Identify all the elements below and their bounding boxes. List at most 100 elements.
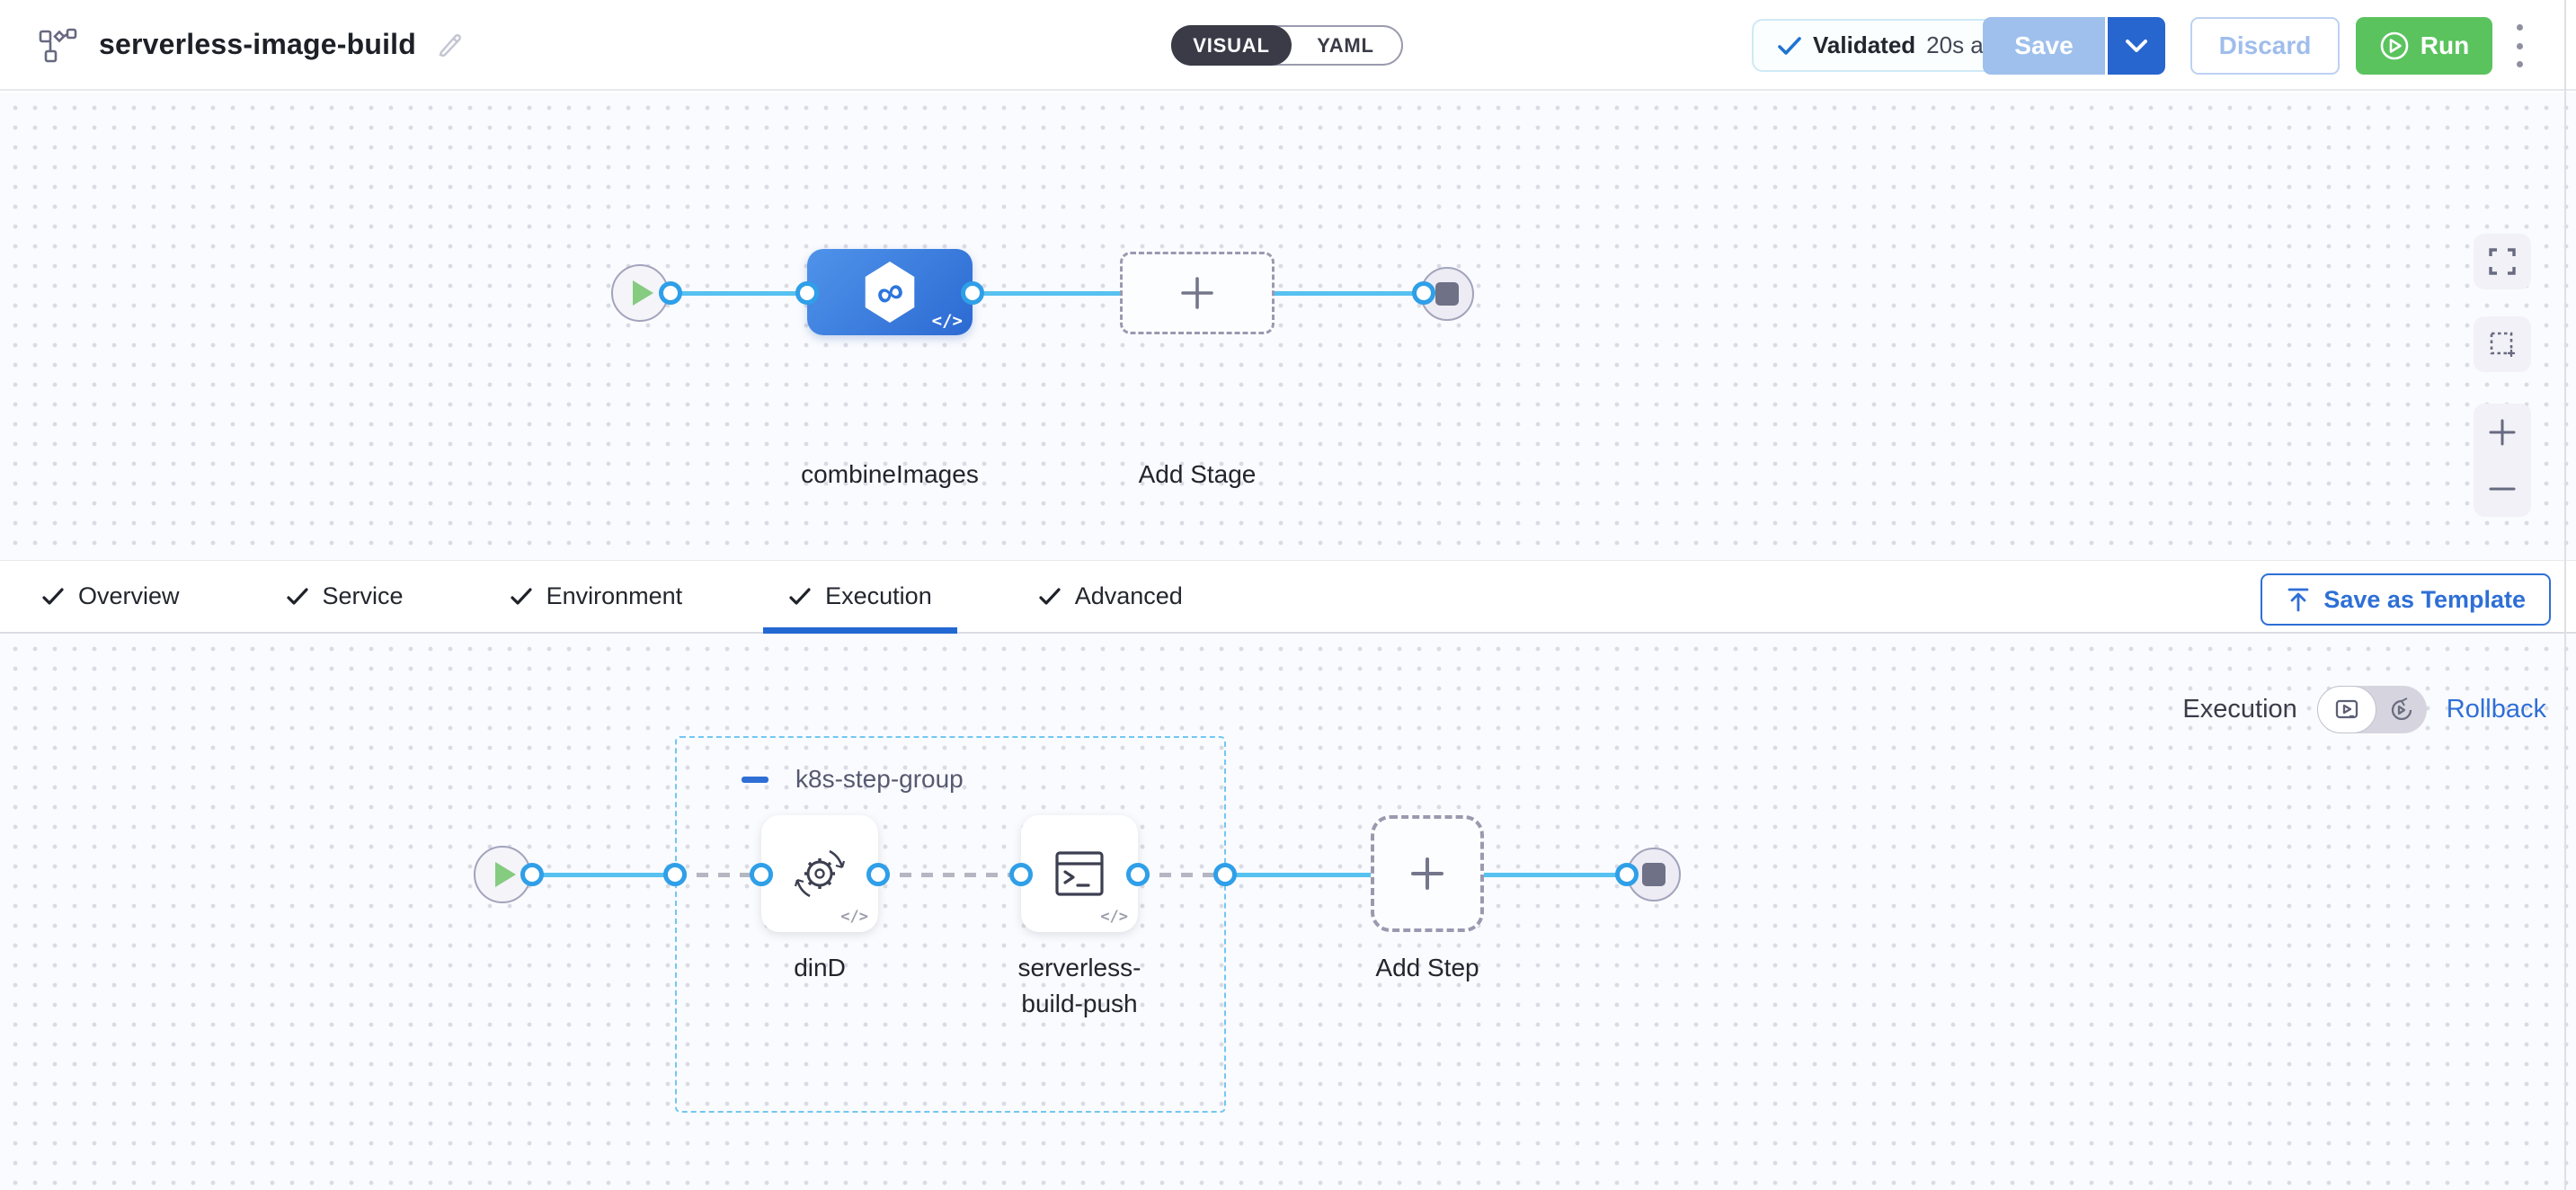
execution-rollback-row: Execution Rollback: [2182, 686, 2546, 733]
tab-label: Execution: [825, 582, 932, 609]
tab-label: Overview: [78, 582, 180, 609]
check-icon: [42, 587, 64, 605]
execution-canvas[interactable]: Execution Rollback k8s-step-group: [0, 634, 2576, 1190]
rollback-link[interactable]: Rollback: [2446, 695, 2546, 724]
port[interactable]: [1126, 863, 1150, 886]
zoom-out-button[interactable]: [2474, 460, 2531, 517]
add-step-label: Add Step: [1375, 954, 1479, 981]
discard-button[interactable]: Discard: [2190, 17, 2340, 75]
check-icon: [789, 587, 811, 605]
save-as-template-button[interactable]: Save as Template: [2261, 573, 2551, 626]
save-button[interactable]: Save: [1983, 17, 2105, 75]
port[interactable]: [1213, 863, 1237, 886]
check-icon: [1778, 36, 1801, 55]
connector-line: [973, 291, 1120, 296]
plus-icon: [1181, 277, 1213, 309]
tab-execution[interactable]: Execution: [763, 561, 957, 634]
toggle-visual[interactable]: VISUAL: [1171, 25, 1292, 66]
check-icon: [1039, 587, 1061, 605]
step-node-dind[interactable]: </>: [761, 815, 878, 932]
port[interactable]: [1615, 863, 1639, 886]
header-bar: serverless-image-build VISUAL YAML Valid…: [0, 0, 2576, 91]
step-label-dind: dinD: [794, 954, 846, 981]
edit-pencil-icon[interactable]: [436, 31, 465, 59]
code-icon: </>: [840, 908, 868, 926]
docker-in-docker-icon: [794, 849, 846, 898]
connector-line: [1225, 873, 1371, 877]
visual-yaml-toggle: VISUAL YAML: [1171, 25, 1403, 66]
tab-label: Service: [322, 582, 404, 609]
step-group-k8s[interactable]: k8s-step-group: [675, 736, 1226, 1113]
plus-icon: [1411, 857, 1443, 890]
save-split-button: Save: [1983, 17, 2165, 75]
port[interactable]: [866, 863, 890, 886]
tab-advanced[interactable]: Advanced: [1038, 561, 1183, 632]
port[interactable]: [961, 281, 984, 305]
plus-icon: [2489, 419, 2516, 445]
page-title: serverless-image-build: [99, 28, 416, 60]
port[interactable]: [750, 863, 773, 886]
code-icon: </>: [1100, 908, 1128, 926]
connector-line: [532, 873, 675, 877]
kebab-menu-icon[interactable]: [2510, 24, 2528, 67]
zoom-in-button[interactable]: [2474, 404, 2531, 460]
stage-label: combineImages: [801, 460, 979, 488]
add-step-node[interactable]: [1371, 815, 1484, 932]
fit-to-screen-button[interactable]: [2474, 234, 2531, 289]
rollback-view-option[interactable]: [2376, 686, 2427, 733]
tabs: Overview Service Environment Execution A…: [41, 561, 1183, 634]
stop-icon: [1642, 863, 1666, 886]
step-label-line2: build-push: [1021, 990, 1138, 1017]
pipeline-icon: [38, 26, 79, 64]
add-stage-node[interactable]: [1120, 252, 1275, 334]
connector-line-dashed: [878, 873, 1021, 877]
port[interactable]: [663, 863, 687, 886]
ci-stage-icon: ∞: [865, 262, 915, 323]
tab-overview[interactable]: Overview: [41, 561, 180, 632]
connector-line: [1484, 873, 1627, 877]
toggle-yaml[interactable]: YAML: [1317, 33, 1374, 57]
pipeline-start-node[interactable]: [611, 264, 669, 322]
execution-view-icon: [2335, 699, 2358, 718]
play-circle-icon: [2380, 31, 2409, 60]
port[interactable]: [1412, 281, 1435, 305]
tab-label: Advanced: [1074, 582, 1183, 609]
header-left: serverless-image-build: [38, 0, 465, 89]
port[interactable]: [659, 281, 682, 305]
check-icon: [286, 587, 308, 605]
save-as-template-label: Save as Template: [2323, 585, 2526, 613]
run-button[interactable]: Run: [2356, 17, 2492, 75]
validated-label: Validated: [1813, 31, 1916, 58]
port[interactable]: [1009, 863, 1033, 886]
upload-icon: [2287, 588, 2309, 612]
check-icon: [510, 587, 532, 605]
zoom-controls: [2474, 404, 2531, 517]
execution-view-option[interactable]: [2316, 686, 2376, 733]
tab-service[interactable]: Service: [286, 561, 404, 632]
tab-label: Environment: [546, 582, 683, 609]
step-group-header: k8s-step-group: [742, 765, 964, 794]
chevron-down-icon: [2126, 40, 2147, 52]
start-play-icon: [633, 280, 653, 306]
step-node-serverless-build-push[interactable]: </>: [1021, 815, 1138, 932]
start-play-icon: [495, 862, 516, 887]
stage-node-combineimages[interactable]: ∞ </>: [807, 249, 973, 335]
connector-line: [671, 291, 807, 296]
connector-line-dashed: [675, 873, 761, 877]
tab-environment[interactable]: Environment: [510, 561, 683, 632]
connector-line-dashed: [1138, 873, 1225, 877]
minus-icon: [2489, 487, 2516, 490]
collapse-minus-icon[interactable]: [742, 776, 768, 783]
execution-rollback-toggle[interactable]: [2316, 686, 2427, 733]
port[interactable]: [520, 863, 544, 886]
step-group-label: k8s-step-group: [795, 765, 964, 793]
select-region-button[interactable]: [2474, 316, 2531, 372]
marquee-select-icon: [2490, 332, 2515, 357]
step-label-line1: serverless-: [1017, 954, 1141, 981]
fullscreen-icon: [2489, 248, 2516, 275]
port[interactable]: [795, 281, 819, 305]
right-edge-divider: [2564, 0, 2566, 1190]
save-options-button[interactable]: [2108, 17, 2165, 75]
stage-canvas[interactable]: ∞ </> combineImages Add Stage: [0, 93, 2576, 560]
